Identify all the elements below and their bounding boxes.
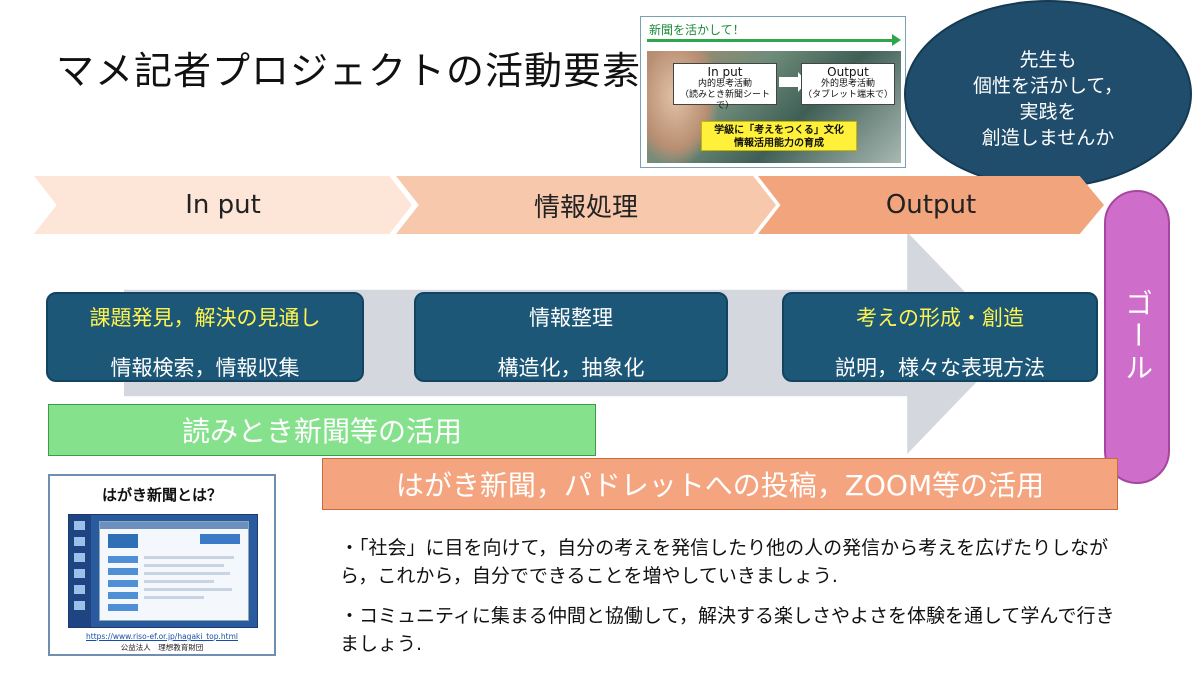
- text-line: [144, 580, 214, 583]
- activity-box-output: 考えの形成・創造 説明，様々な表現方法: [782, 292, 1098, 382]
- hagaki-padlet-zoom-banner: はがき新聞，パドレットへの投稿，ZOOM等の活用: [322, 458, 1118, 510]
- website-screenshot: [68, 514, 258, 628]
- text-line: [144, 556, 234, 559]
- process-step-label: Output: [885, 190, 977, 220]
- hagaki-panel-title: はがき新聞とは？: [101, 486, 222, 504]
- slide-title: マメ記者プロジェクトの活動要素: [56, 49, 642, 93]
- text-line: [144, 572, 230, 575]
- classroom-photo-panel: 新聞を活かして！ In put 内的思考活動 （読みとき新聞シートで） Outp…: [640, 16, 906, 168]
- menu-button-icon: [108, 580, 138, 587]
- desktop-icon: [74, 521, 85, 530]
- hagaki-url-link[interactable]: https://www.riso-ef.or.jp/hagaki_top.htm…: [86, 632, 238, 641]
- process-step-processing: 情報処理: [396, 176, 776, 234]
- process-step-input: In put: [34, 176, 412, 234]
- desktop-icon: [74, 585, 85, 594]
- oval-line4: 創造しませんか: [981, 127, 1115, 149]
- activity-box-detail: 構造化，抽象化: [497, 356, 645, 380]
- photo-panel-heading: 新聞を活かして！: [649, 23, 745, 37]
- activity-box-input: 課題発見，解決の見通し 情報検索，情報収集: [46, 292, 364, 382]
- activity-box-detail: 情報検索，情報収集: [110, 356, 300, 380]
- bullet-paragraph-community: ・コミュニティに集まる仲間と協働して，解決する楽しさやよさを体験を通して学んで行…: [340, 605, 1115, 655]
- text-line: [144, 596, 204, 599]
- desktop-icon: [74, 553, 85, 562]
- browser-window: [99, 521, 249, 621]
- output-box-line2: （タブレット端末で）: [802, 90, 893, 100]
- caption-line2: 情報活用能力の育成: [734, 138, 824, 149]
- reading-newspaper-banner: 読みとき新聞等の活用: [48, 404, 596, 456]
- output-box-title: Output: [827, 65, 869, 79]
- bullet-paragraph-society: ・「社会」に目を向けて，自分の考えを発信したり他の人の発信から考えを広げたりしな…: [340, 537, 1109, 587]
- green-arrow-icon: [647, 34, 901, 46]
- desktop-icon: [74, 601, 85, 610]
- goal-pill: ゴール: [1104, 190, 1170, 484]
- menu-button-icon: [108, 568, 138, 575]
- oval-line3: 実践を: [1019, 101, 1077, 123]
- text-line: [144, 588, 232, 591]
- input-box-title: In put: [707, 65, 743, 79]
- activity-box-heading: 課題発見，解決の見通し: [89, 306, 321, 330]
- input-box-line1: 内的思考活動: [697, 79, 752, 89]
- desktop-icon: [74, 569, 85, 578]
- activity-box-processing: 情報整理 構造化，抽象化: [414, 292, 728, 382]
- process-step-label: 情報処理: [533, 192, 638, 223]
- activity-box-detail: 説明，様々な表現方法: [835, 356, 1045, 380]
- output-thinking-box: Output 外的思考活動 （タブレット端末で）: [801, 63, 895, 105]
- process-step-output: Output: [758, 176, 1104, 234]
- culture-caption-box: 学級に「考えをつくる」文化 情報活用能力の育成: [701, 121, 857, 151]
- oval-line2: 個性を活かして，: [972, 75, 1124, 97]
- menu-button-icon: [108, 604, 138, 611]
- teacher-message-oval: 先生も 個性を活かして， 実践を 創造しませんか: [904, 0, 1192, 188]
- right-arrow-icon: [779, 72, 807, 92]
- activity-box-heading: 考えの形成・創造: [856, 306, 1024, 330]
- oval-line1: 先生も: [1019, 49, 1077, 71]
- orange-banner-text: はがき新聞，パドレットへの投稿，ZOOM等の活用: [395, 469, 1045, 502]
- goal-label: ゴール: [1121, 289, 1154, 385]
- hagaki-info-panel: はがき新聞とは？ https://www.riso-ef.or.jp/hagak…: [48, 474, 276, 656]
- hagaki-organization: 公益法人 理想教育財団: [120, 643, 204, 652]
- text-line: [144, 564, 224, 567]
- site-banner-icon: [200, 534, 240, 544]
- input-box-line2: （読みとき新聞シートで）: [679, 90, 770, 111]
- browser-titlebar: [100, 522, 248, 529]
- menu-button-icon: [108, 592, 138, 599]
- site-logo-icon: [108, 534, 138, 548]
- process-step-label: In put: [185, 190, 261, 220]
- green-banner-text: 読みとき新聞等の活用: [181, 415, 462, 448]
- menu-button-icon: [108, 556, 138, 563]
- desktop-icon: [74, 537, 85, 546]
- output-box-line1: 外的思考活動: [820, 79, 875, 89]
- activity-box-heading: 情報整理: [529, 306, 613, 330]
- input-thinking-box: In put 内的思考活動 （読みとき新聞シートで）: [673, 63, 777, 111]
- caption-line1: 学級に「考えをつくる」文化: [714, 125, 844, 136]
